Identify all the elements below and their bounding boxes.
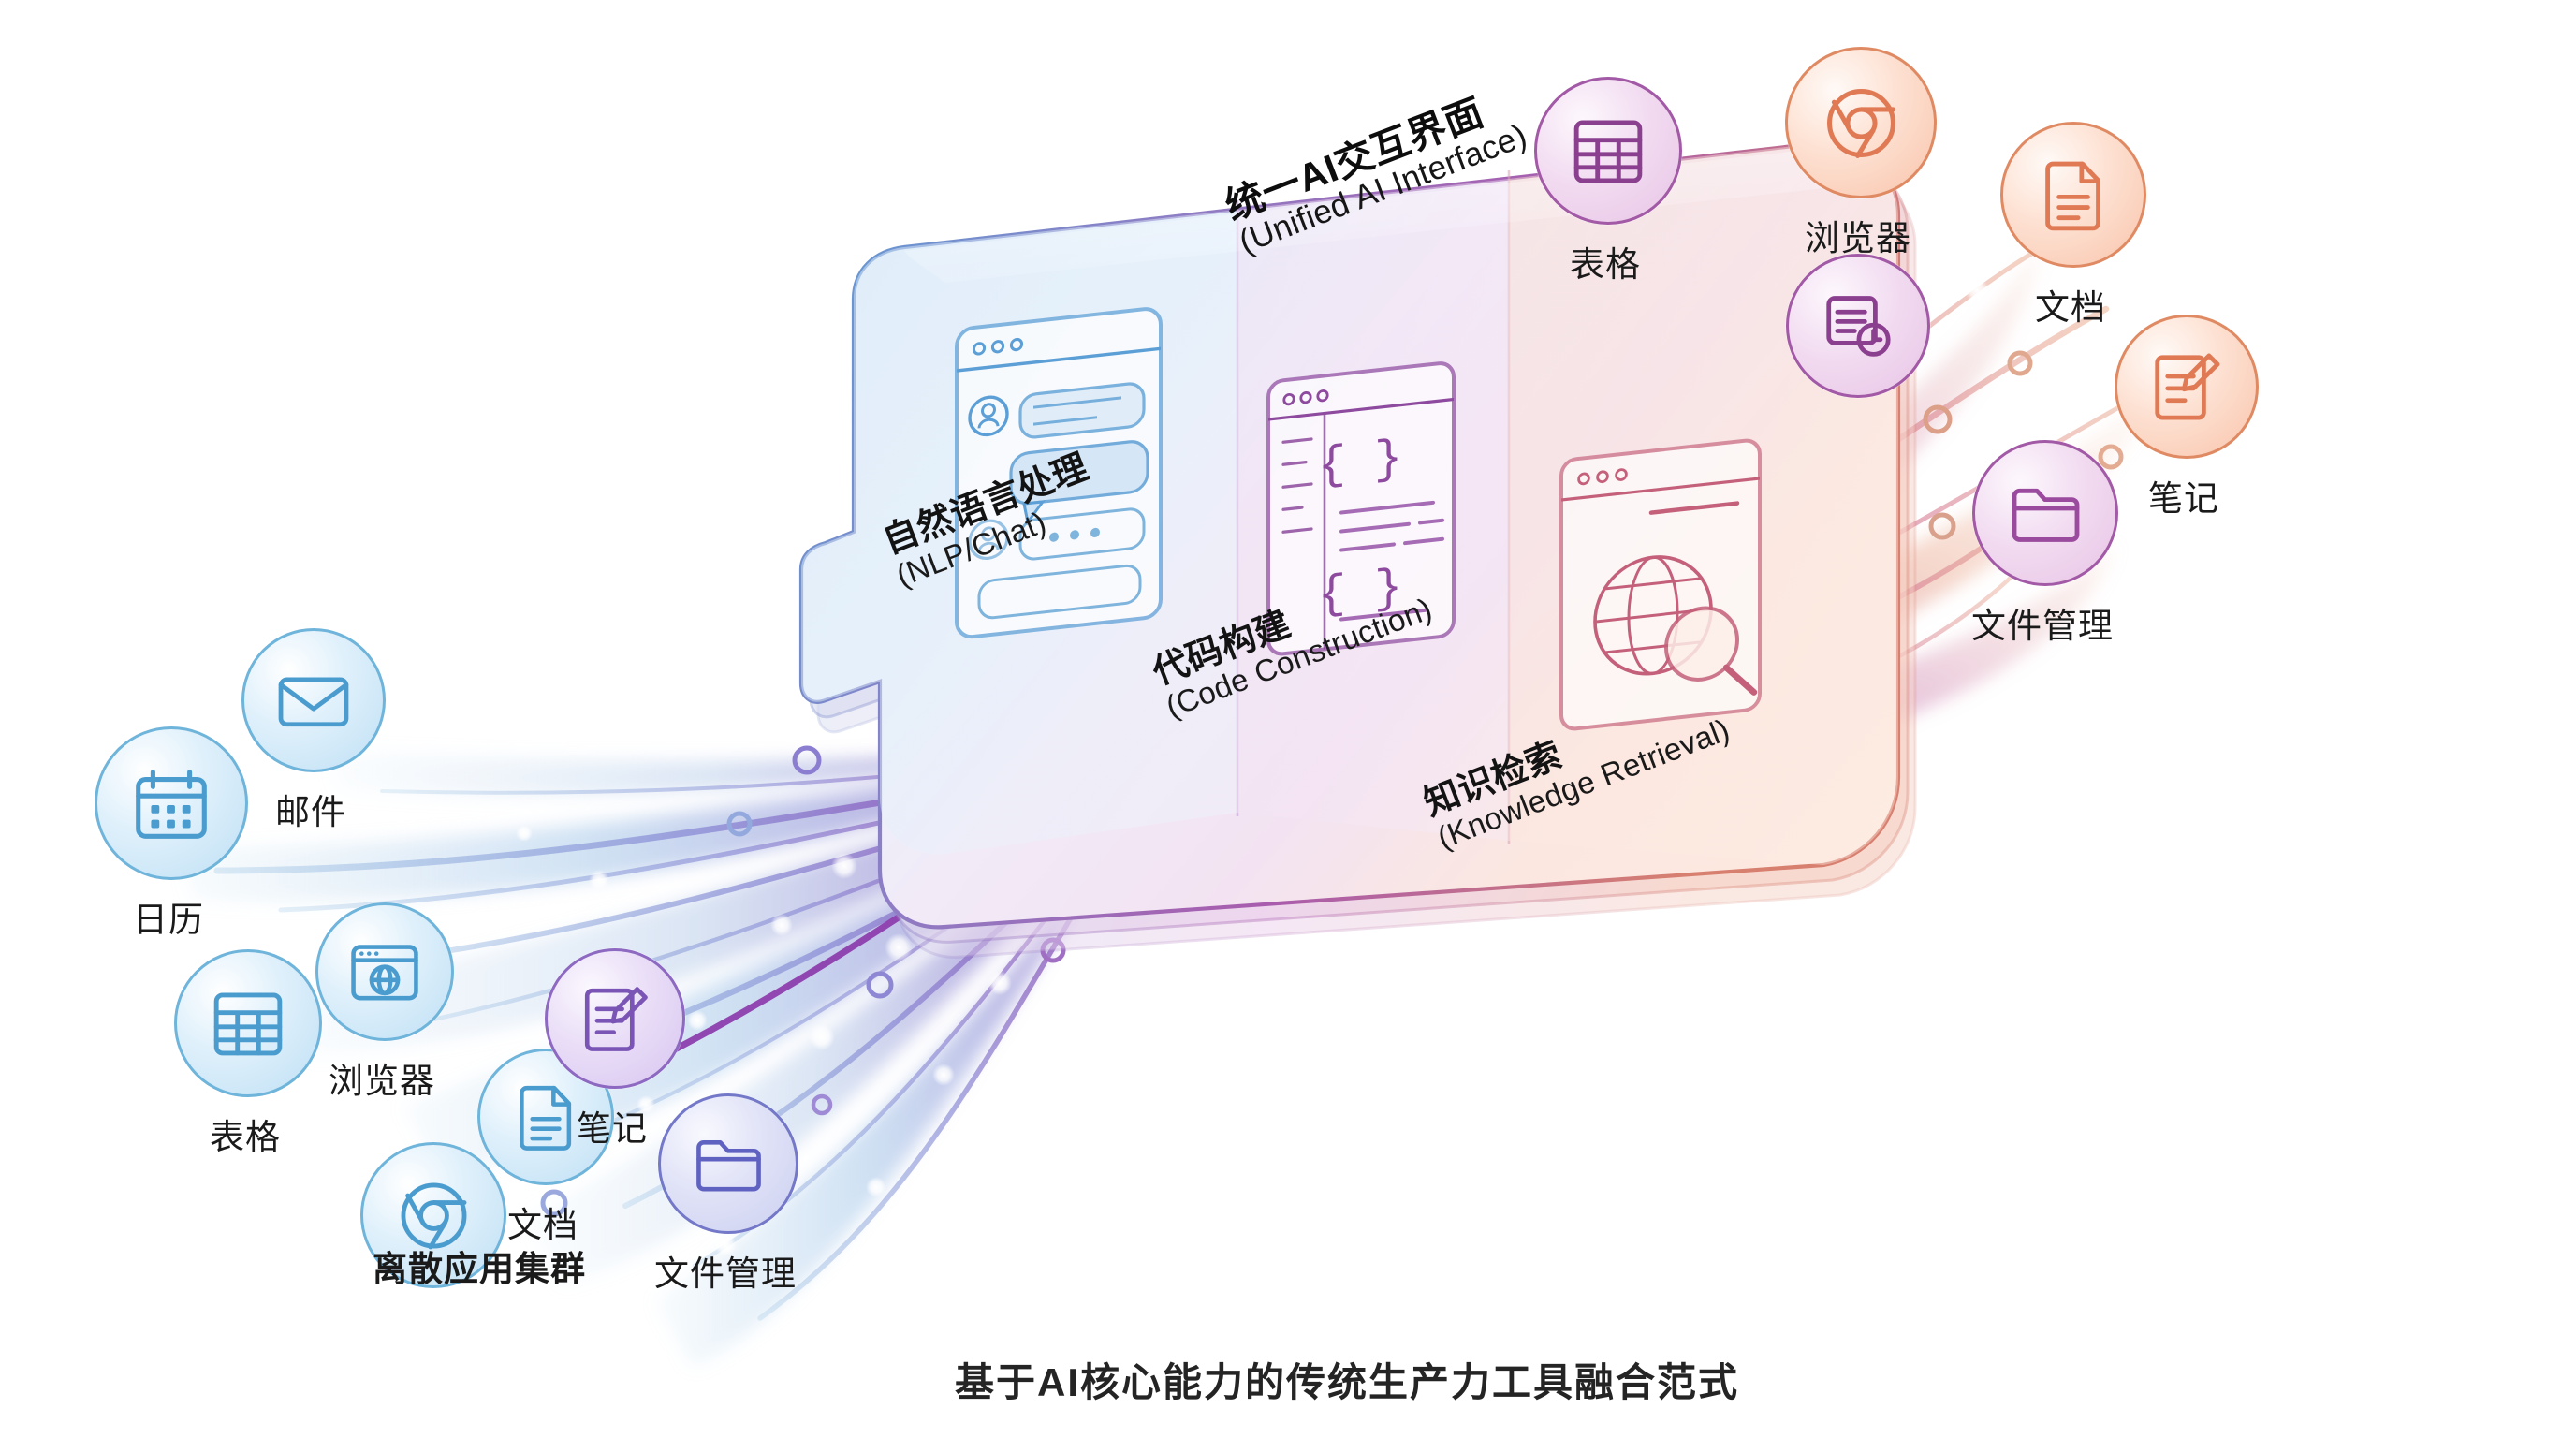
chrome-icon (401, 1182, 466, 1249)
diagram-caption: 基于AI核心能力的传统生产力工具融合范式 (955, 1360, 1740, 1404)
folder-icon (695, 1139, 761, 1192)
app-bubble-folder-icon[interactable] (658, 1093, 798, 1234)
svg-text:{ }: { } (1318, 433, 1402, 495)
app-bubble-label: 文档 (2035, 288, 2106, 327)
app-bubble-label: 文件管理 (1971, 607, 2114, 645)
app-bubble-label: 笔记 (577, 1109, 648, 1148)
app-bubble-label: 表格 (210, 1118, 281, 1156)
app-bubble-chrome-icon[interactable] (360, 1142, 506, 1288)
app-bubble-label: 表格 (1570, 245, 1641, 284)
app-bubble-folder-icon[interactable] (1972, 440, 2118, 586)
code-window-icon: { } { } (1266, 361, 1456, 656)
app-bubble-document-icon[interactable] (2000, 122, 2146, 268)
mail-icon (278, 677, 349, 727)
app-bubble-mail-icon[interactable] (242, 628, 386, 772)
browser-icon (351, 945, 418, 1001)
app-bubble-label: 笔记 (2148, 479, 2219, 518)
document-icon (519, 1085, 571, 1151)
chrome-icon (1826, 88, 1895, 158)
app-bubble-note-edit-icon[interactable] (2115, 315, 2259, 459)
app-bubble-doc-clock-icon[interactable] (1786, 254, 1930, 398)
app-bubble-table-icon[interactable] (174, 949, 322, 1097)
app-bubble-table-icon[interactable] (1534, 77, 1682, 225)
table-icon (213, 992, 283, 1056)
note-edit-icon (584, 986, 648, 1051)
calendar-icon (136, 770, 207, 839)
chat-window-icon (955, 307, 1163, 639)
app-bubble-note-edit-icon[interactable] (545, 948, 685, 1089)
document-icon (2044, 161, 2100, 230)
globe-search-icon (1559, 438, 1762, 731)
app-bubble-label: 文档 (507, 1206, 578, 1244)
app-bubble-browser-icon[interactable] (315, 902, 454, 1041)
folder-icon (2012, 488, 2079, 542)
app-bubble-label: 浏览器 (1805, 219, 1911, 257)
app-bubble-label: 浏览器 (329, 1062, 435, 1100)
app-bubble-calendar-icon[interactable] (95, 726, 248, 880)
app-bubble-label: 文件管理 (654, 1255, 797, 1293)
app-bubble-label: 邮件 (275, 793, 346, 831)
table-icon (1573, 120, 1643, 183)
app-bubble-label: 日历 (133, 901, 204, 939)
doc-clock-icon (1826, 296, 1891, 357)
app-bubble-chrome-icon[interactable] (1785, 47, 1937, 198)
left-cluster-title: 离散应用集群 (373, 1250, 586, 1288)
note-edit-icon (2155, 353, 2220, 420)
